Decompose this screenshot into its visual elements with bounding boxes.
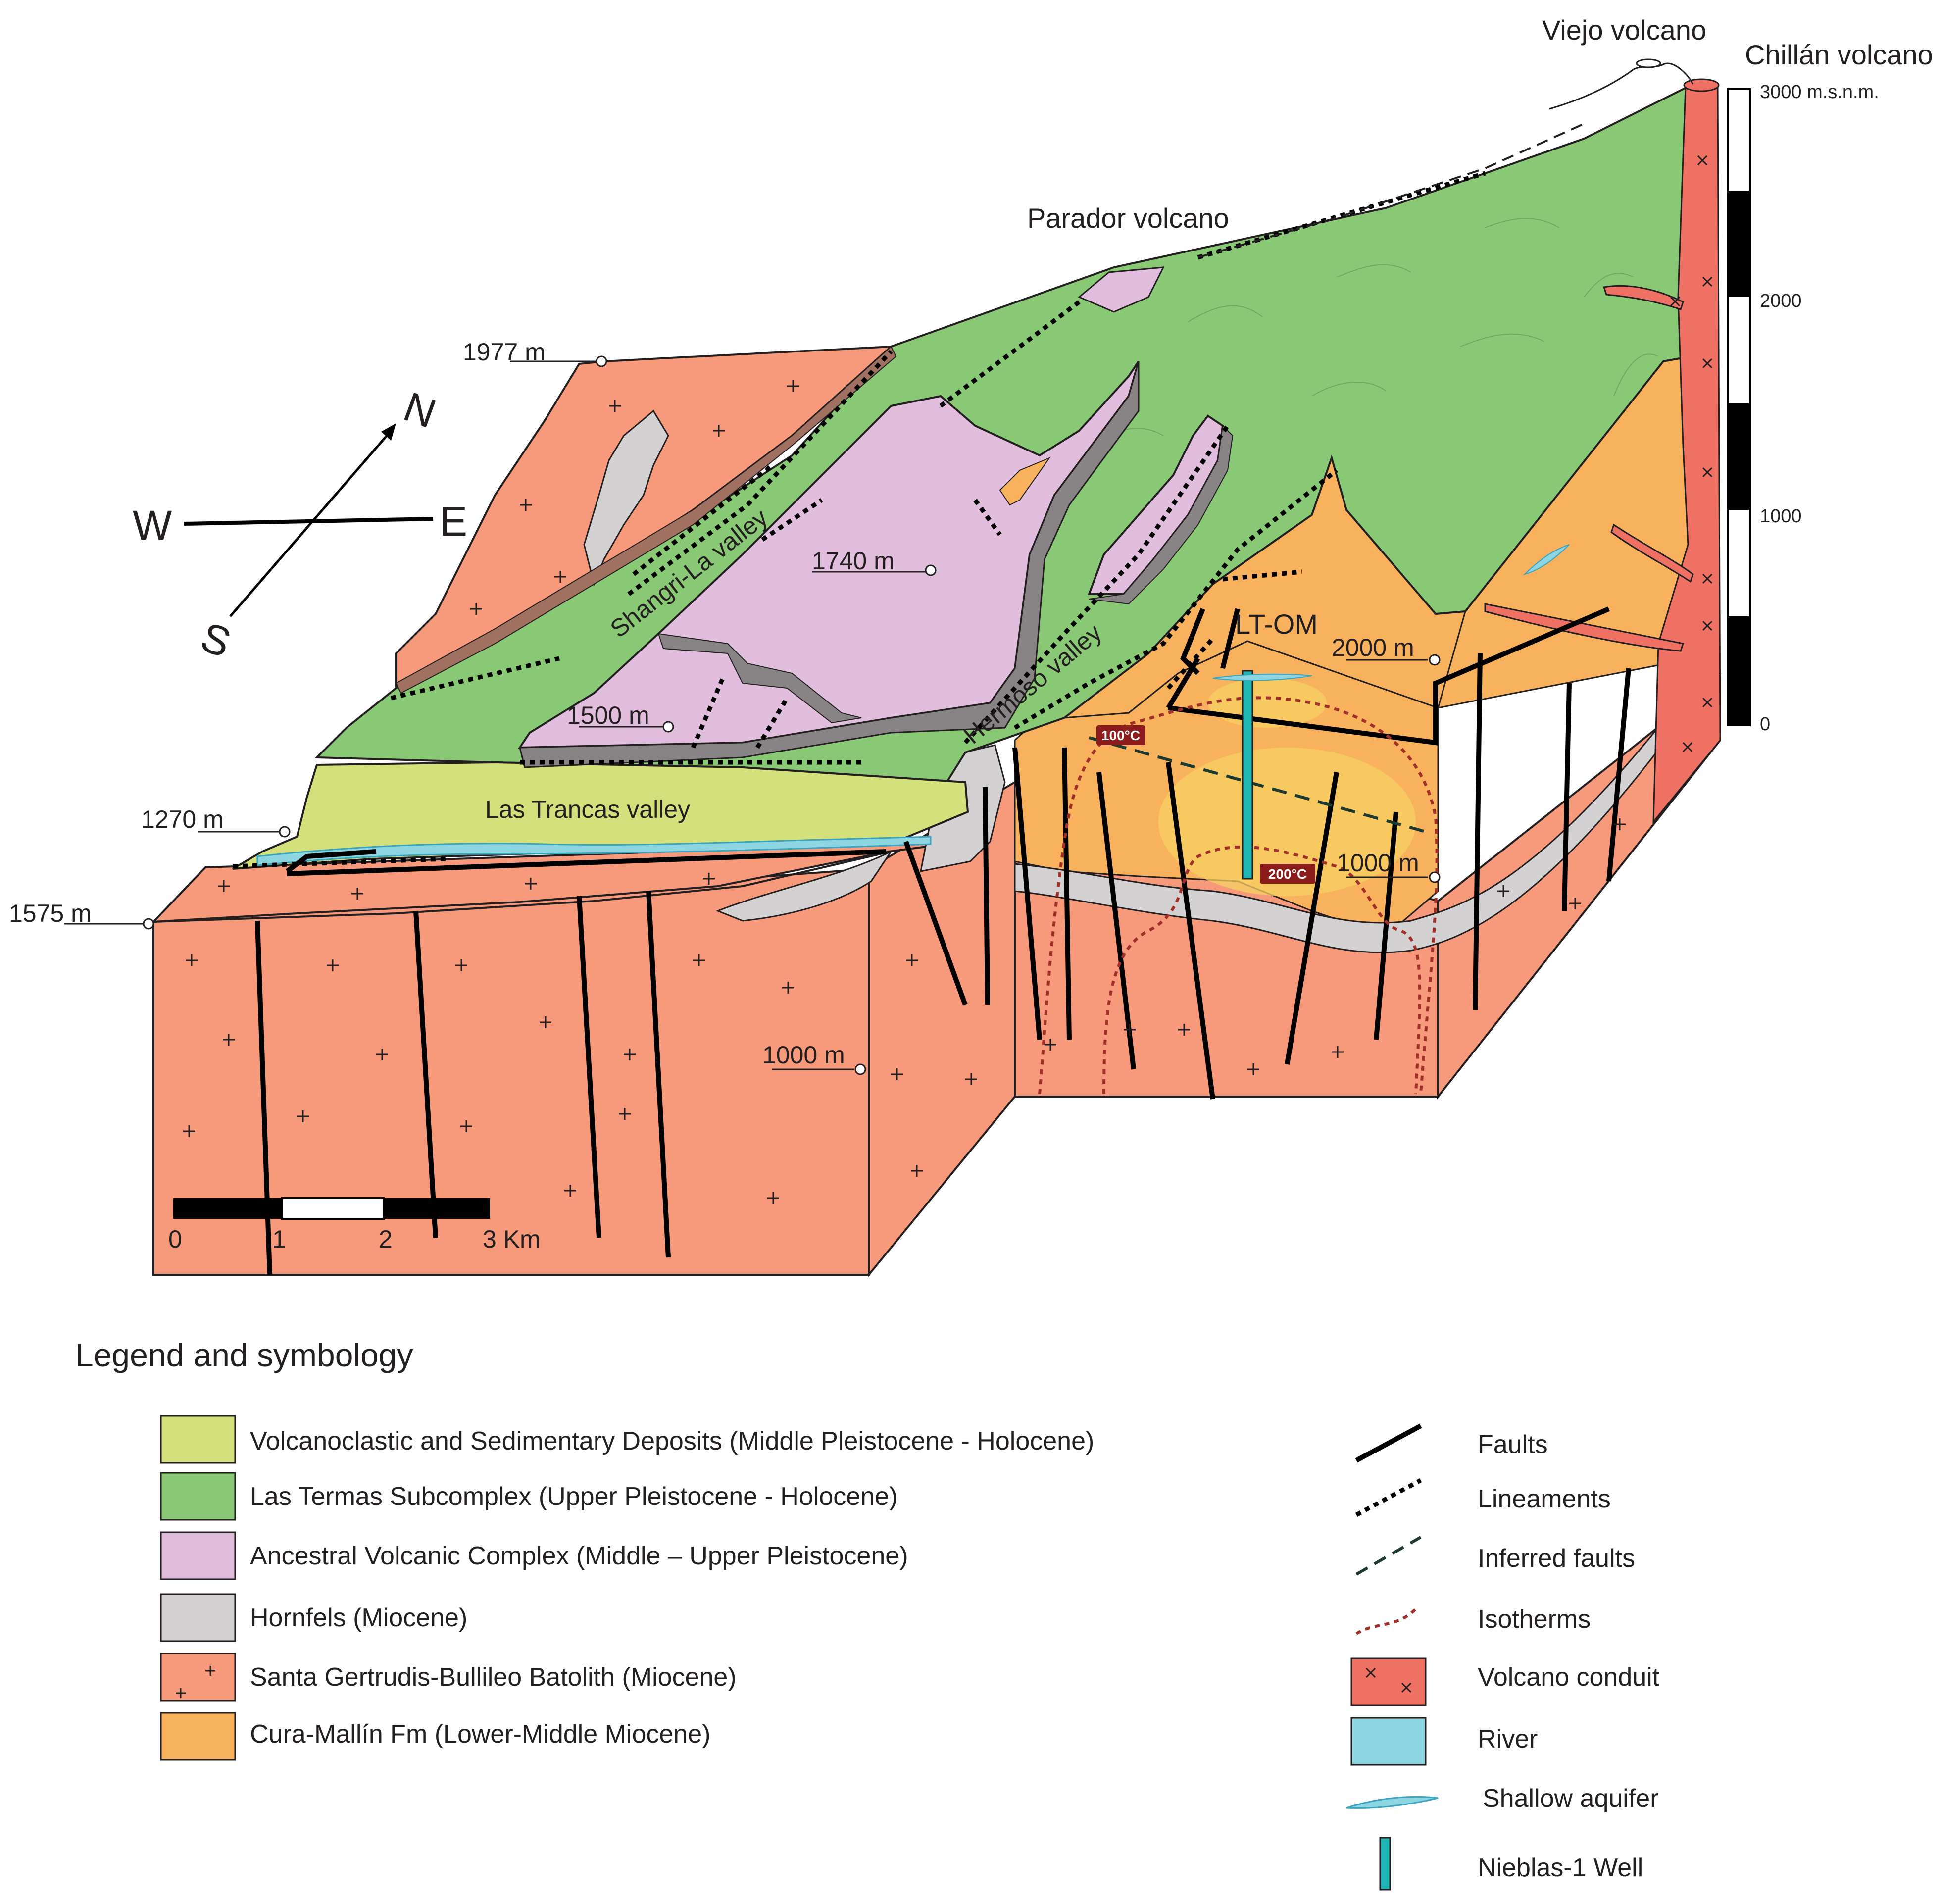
svg-text:0: 0 [168,1225,182,1253]
legend-label-volcanoclastic: Volcanoclastic and Sedimentary Deposits … [250,1427,1094,1455]
legend-label-inferred-faults: Inferred faults [1478,1544,1635,1573]
terrain-contours [742,218,1659,718]
fault-legend-icon [1355,1423,1422,1463]
isotherm-100-tag [1096,725,1145,745]
legend-swatch-cura-mallin [160,1712,236,1761]
elevation-1575: 1575 m [9,900,154,930]
elevation-1270: 1270 m [141,805,291,838]
elevation-1000-front: 1000 m [762,1041,866,1075]
river [256,836,932,866]
dike-2 [1610,523,1694,583]
legend-label-hornfels: Hornfels (Miocene) [250,1603,467,1632]
viejo-volcano-label: Viejo volcano [1542,14,1706,46]
legend-batholith-crosses [176,1666,215,1698]
svg-text:1000 m: 1000 m [762,1041,845,1069]
svg-text:2000: 2000 [1760,291,1802,311]
distance-scale-bar: 0 1 2 3 Km [168,1197,541,1253]
legend-swatch-batholith [160,1653,236,1702]
svg-text:3000 m.s.n.m.: 3000 m.s.n.m. [1760,82,1879,102]
chillan-volcano-label: Chillán volcano [1745,39,1933,70]
parador-cone [1078,266,1165,313]
isotherm-legend-icon [1355,1607,1417,1635]
legend-label-faults: Faults [1478,1430,1548,1459]
svg-text:1740 m: 1740 m [812,547,895,575]
ltom-label: LT-OM [1235,608,1318,640]
conduit-crosses [1670,155,1713,752]
faults [255,606,1631,1275]
legend-swatch-hornfels [160,1593,236,1642]
svg-text:S: S [195,613,237,666]
inferred-fault-legend-icon [1355,1536,1422,1576]
isotherm-100-label: 100°C [1101,728,1140,743]
svg-text:1: 1 [272,1225,286,1253]
legend-title: Legend and symbology [75,1337,413,1373]
svg-text:W: W [133,502,172,549]
dike-3 [1484,603,1684,652]
shallow-aquifer-legend-icon [1346,1796,1439,1809]
lineament-legend-icon [1355,1478,1422,1517]
parador-volcano-label: Parador volcano [1027,202,1229,234]
svg-text:1000 m: 1000 m [1337,849,1419,877]
svg-text:3 Km: 3 Km [483,1225,541,1253]
isotherm-200-label: 200°C [1268,866,1307,882]
cura-mallin-patch [999,456,1051,506]
shallow-aquifer-well [1212,673,1312,681]
svg-text:1575 m: 1575 m [9,900,92,927]
legend-label-las-termas: Las Termas Subcomplex (Upper Pleistocene… [250,1482,897,1511]
legend-label-batholith: Santa Gertrudis-Bullileo Batolith (Mioce… [250,1663,737,1692]
well-legend-icon [1379,1837,1391,1891]
isotherm-200-tag [1260,864,1315,884]
dike-1 [1603,285,1684,310]
elevation-1740: 1740 m [812,547,937,576]
compass-rose: W E N S [133,383,467,666]
volcano-conduit-legend-icon [1350,1657,1427,1706]
ancestral-inner-shadow [657,633,862,724]
elevation-2000: 2000 m [1332,634,1441,666]
hornfels-wedge-front [715,850,894,922]
isotherms [1038,696,1439,1095]
alteration-zone [1158,748,1416,896]
elevation-1000-right: 1000 m [1337,849,1441,883]
svg-text:1270 m: 1270 m [141,805,224,833]
dark-band-west [395,346,897,694]
legend-label-isotherms: Isotherms [1478,1605,1591,1634]
legend-label-volcano-conduit: Volcano conduit [1478,1663,1660,1692]
elevation-1977: 1977 m [463,338,607,367]
legend-symbols: Faults Lineaments Inferred faults Isothe… [1346,1423,1660,1891]
elevation-1500: 1500 m [567,701,674,733]
svg-text:0: 0 [1760,714,1770,735]
legend-label-river: River [1478,1725,1538,1754]
front-top-edge [153,851,892,923]
legend-label-shallow-aquifer: Shallow aquifer [1483,1784,1659,1813]
river-legend-icon [1350,1717,1427,1766]
svg-text:E: E [440,498,467,545]
ancestral-east-shadow [1089,424,1234,605]
conduit-crosses-icon [1365,1667,1412,1693]
batholith-crosses [183,380,1626,1204]
legend-label-nieblas-well: Nieblas-1 Well [1478,1854,1643,1882]
height-scale-bar: 3000 m.s.n.m. 2000 1000 0 [1727,82,1879,735]
shallow-aquifer-right [1523,544,1570,576]
legend-label-cura-mallin: Cura-Mallín Fm (Lower-Middle Miocene) [250,1720,710,1749]
legend-swatch-ancestral [160,1531,236,1580]
legend-swatch-volcanoclastic [160,1415,236,1464]
las-trancas-valley-label: Las Trancas valley [485,796,690,823]
hornfels-west [583,409,669,587]
svg-text:1500 m: 1500 m [567,701,649,729]
legend-swatch-las-termas [160,1472,236,1521]
svg-text:1000: 1000 [1760,506,1802,527]
legend-label-lineaments: Lineaments [1478,1485,1611,1513]
inferred-fault [1089,736,1426,833]
svg-text:N: N [398,383,442,437]
legend-units: Volcanoclastic and Sedimentary Deposits … [160,1415,1094,1761]
legend-label-ancestral: Ancestral Volcanic Complex (Middle – Upp… [250,1542,908,1570]
chillan-crater [1683,78,1720,92]
svg-text:2: 2 [379,1225,393,1253]
nieblas-1-well [1242,670,1253,880]
svg-text:2000 m: 2000 m [1332,634,1414,661]
viejo-crater [1636,58,1661,68]
lineaments [232,171,1486,869]
ancestral-complex-shadow [519,361,1140,768]
